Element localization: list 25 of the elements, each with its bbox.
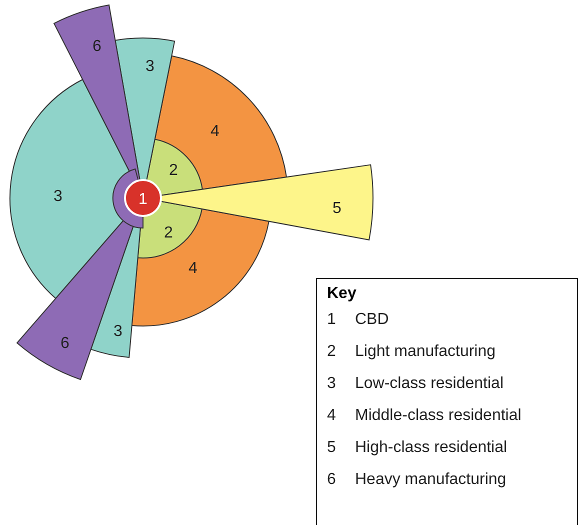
key-label: High-class residential xyxy=(355,439,508,458)
zone-number: 3 xyxy=(114,323,122,340)
key-label: Heavy manufacturing xyxy=(355,471,506,490)
zone-number: 4 xyxy=(210,123,220,140)
key-panel xyxy=(316,278,578,525)
key-number: 4 xyxy=(327,407,337,426)
zone-number: 3 xyxy=(54,188,62,205)
zone-number: 6 xyxy=(92,38,102,55)
key-number: 1 xyxy=(327,311,337,330)
key-label: Low-class residential xyxy=(355,375,504,394)
key-number: 2 xyxy=(327,343,337,362)
key-label: Middle-class residential xyxy=(355,407,522,426)
zone-number: 2 xyxy=(169,162,178,180)
key-label: CBD xyxy=(355,311,389,330)
zone-number: 3 xyxy=(146,58,154,75)
key-label: Light manufacturing xyxy=(355,343,496,362)
zone-number: 2 xyxy=(164,224,173,242)
key-heading: Key xyxy=(327,285,358,303)
key-number: 3 xyxy=(327,375,337,394)
key-number: 6 xyxy=(327,471,337,490)
zone-number: 4 xyxy=(188,260,198,277)
zone-number: 6 xyxy=(60,335,70,352)
zone-number: 5 xyxy=(332,200,342,217)
zone-number: 1 xyxy=(138,191,148,208)
key-number: 5 xyxy=(327,439,337,458)
